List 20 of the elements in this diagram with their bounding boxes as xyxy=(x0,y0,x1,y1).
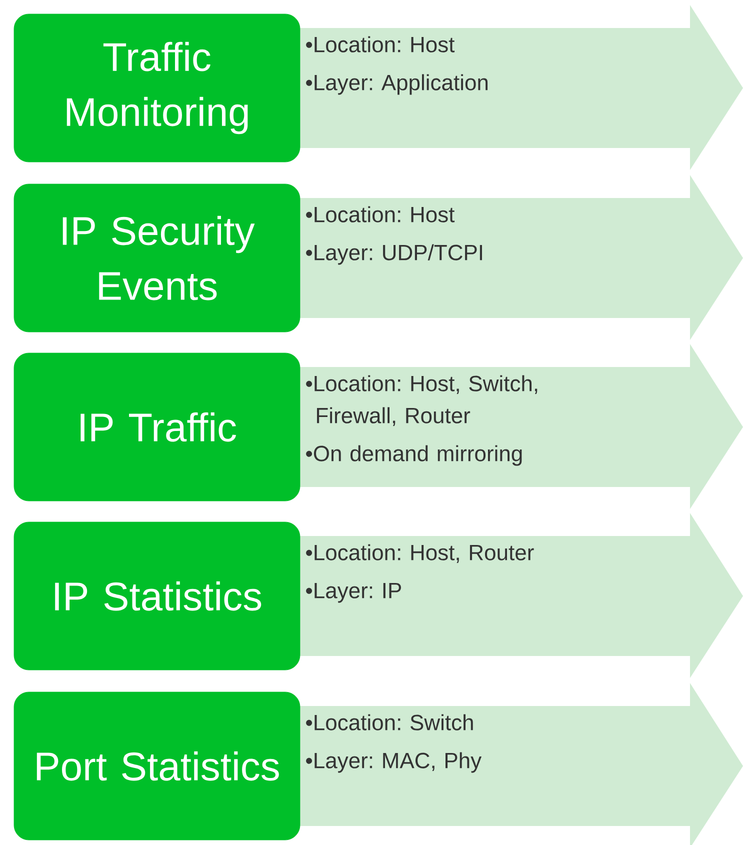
title-box: IP Security Events xyxy=(14,184,300,332)
title-box: Traffic Monitoring xyxy=(14,14,300,162)
arrow-banner xyxy=(300,344,743,509)
bullet-item: •Location: Host, Switch, Firewall, Router xyxy=(306,375,538,426)
bullet-item: •Layer: MAC, Phy xyxy=(306,752,482,773)
bullet-item: •Location: Host, Router xyxy=(306,544,534,563)
bullet-item: •On demand mirroring xyxy=(306,445,522,466)
bullet-item: •Layer: Application xyxy=(306,74,488,95)
bullet-item: •Layer: UDP/TCPI xyxy=(306,244,482,265)
bullet-item: •Location: Switch xyxy=(306,714,473,730)
arrow-banner xyxy=(300,175,743,340)
title-box: Port Statistics xyxy=(14,692,300,840)
bullet-item: •Layer: IP xyxy=(306,583,401,603)
title-box: IP Traffic xyxy=(14,352,300,502)
bullet-item: •Location: Host xyxy=(306,36,455,52)
arrow-banner xyxy=(300,5,743,170)
title-box: IP Statistics xyxy=(14,522,300,670)
arrow-banner xyxy=(300,683,743,845)
bullet-item: •Location: Host xyxy=(306,206,455,222)
arrow-banner xyxy=(300,513,743,678)
